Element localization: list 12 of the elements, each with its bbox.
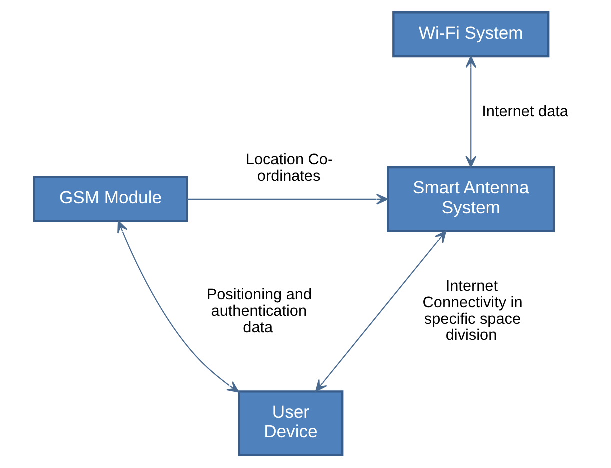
arrow [118, 220, 240, 393]
edge-label: Internet data [482, 104, 568, 121]
arrow [316, 230, 447, 392]
node-box: User Device [238, 390, 344, 456]
node-box: GSM Module [33, 176, 188, 222]
edge-label: Positioning and authentication data [206, 286, 312, 337]
edge-label: Location Co-ordinates [246, 151, 334, 185]
arrow [187, 194, 388, 205]
node-box: Wi-Fi System [392, 12, 550, 58]
node-box: Smart Antenna System [387, 166, 556, 232]
edge-label: Internet Connectivity in specific space division [422, 278, 523, 344]
arrow [466, 56, 477, 168]
